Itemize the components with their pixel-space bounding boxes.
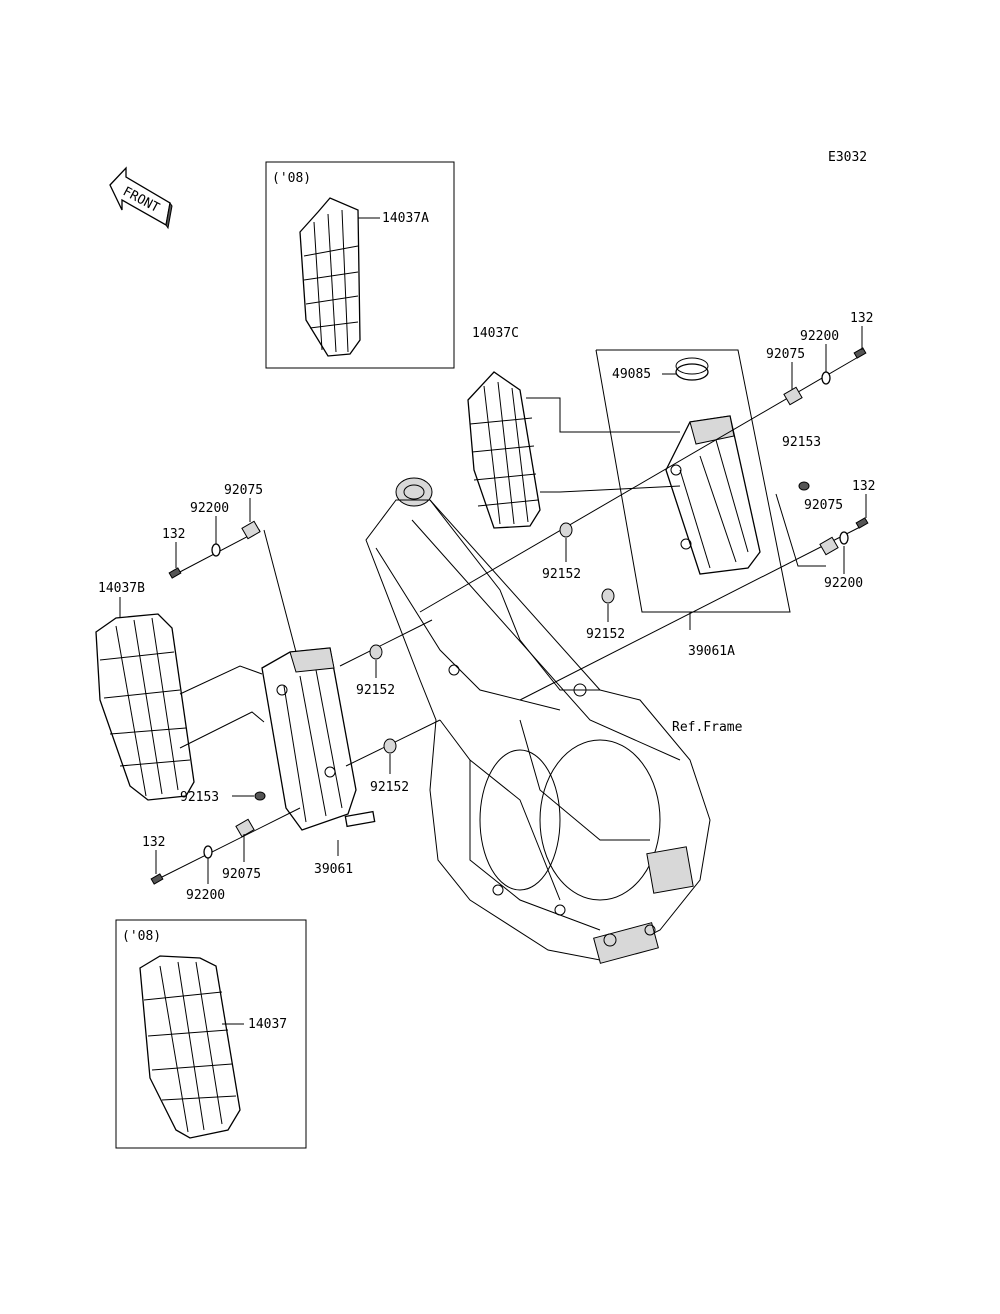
- inset-bottom-part: 14037: [248, 1017, 287, 1032]
- radiator-39061a-label: 39061A: [688, 644, 735, 659]
- bolt-r-top-label: 132: [850, 311, 873, 326]
- collar-r-mid-label: 92075: [804, 498, 843, 513]
- bolt-l-top-label: 132: [162, 527, 185, 542]
- washer-r-top-label: 92200: [800, 329, 839, 344]
- grommet-icon: [254, 791, 266, 801]
- shroud-14037b-graphic: [95, 613, 195, 801]
- grommet-icon: [798, 481, 810, 491]
- radiator-cap-graphic: [675, 357, 709, 381]
- bolt-icon: [853, 347, 867, 359]
- washer-icon: [203, 845, 213, 859]
- bolt-l-bottom-label: 132: [142, 835, 165, 850]
- front-arrow-icon: FRONT: [109, 166, 173, 230]
- radiator-39061a-graphic: [665, 415, 761, 575]
- washer-icon: [821, 371, 831, 385]
- inset-top-part: 14037A: [382, 211, 429, 226]
- frame-ref-label: Ref.Frame: [672, 720, 743, 735]
- bushing-l-upper-label: 92152: [356, 683, 395, 698]
- shroud-14037c-label: 14037C: [472, 326, 519, 341]
- bushing-icon: [383, 738, 397, 754]
- collar-icon: [783, 386, 803, 406]
- inset-bottom: ('08) 14037: [115, 919, 307, 1149]
- collar-icon: [235, 818, 255, 838]
- fasteners-left: [150, 520, 441, 885]
- grommet-r-top-label: 92153: [782, 435, 821, 450]
- cap-label: 49085: [612, 367, 651, 382]
- bolt-icon: [855, 517, 869, 529]
- shroud-14037a-graphic: [299, 197, 361, 357]
- collar-l-bottom-label: 92075: [222, 867, 261, 882]
- washer-icon: [839, 531, 849, 545]
- inset-bottom-border: [115, 919, 307, 1149]
- bushing-icon: [601, 588, 615, 604]
- frame-graphic: [365, 477, 711, 964]
- diagram-code: E3032: [828, 150, 867, 165]
- fasteners-right: [419, 347, 869, 701]
- collar-icon: [819, 536, 839, 556]
- bushing-r-upper-label: 92152: [542, 567, 581, 582]
- bushing-icon: [559, 522, 573, 538]
- shroud-14037c-graphic: [467, 371, 541, 529]
- shroud-14037-graphic: [139, 955, 241, 1139]
- shroud-14037b-label: 14037B: [98, 581, 145, 596]
- grommet-l-label: 92153: [180, 790, 219, 805]
- inset-top: ('08) 14037A: [265, 161, 455, 369]
- washer-l-top-label: 92200: [190, 501, 229, 516]
- collar-r-top-label: 92075: [766, 347, 805, 362]
- bolt-r-mid-label: 132: [852, 479, 875, 494]
- bolt-icon: [168, 567, 182, 579]
- inset-top-tag: ('08): [272, 171, 311, 186]
- radiator-39061-label: 39061: [314, 862, 353, 877]
- bushing-icon: [369, 644, 383, 660]
- washer-icon: [211, 543, 221, 557]
- inset-top-border: [265, 161, 455, 369]
- inset-bottom-tag: ('08): [122, 929, 161, 944]
- bushing-r-lower-label: 92152: [586, 627, 625, 642]
- radiator-39061-graphic: [261, 647, 376, 831]
- washer-l-bottom-label: 92200: [186, 888, 225, 903]
- bushing-l-lower-label: 92152: [370, 780, 409, 795]
- collar-icon: [241, 520, 261, 540]
- right-radiator-group: 49085 39061A: [595, 349, 791, 659]
- collar-l-top-label: 92075: [224, 483, 263, 498]
- bolt-icon: [150, 873, 164, 885]
- washer-r-mid-label: 92200: [824, 576, 863, 591]
